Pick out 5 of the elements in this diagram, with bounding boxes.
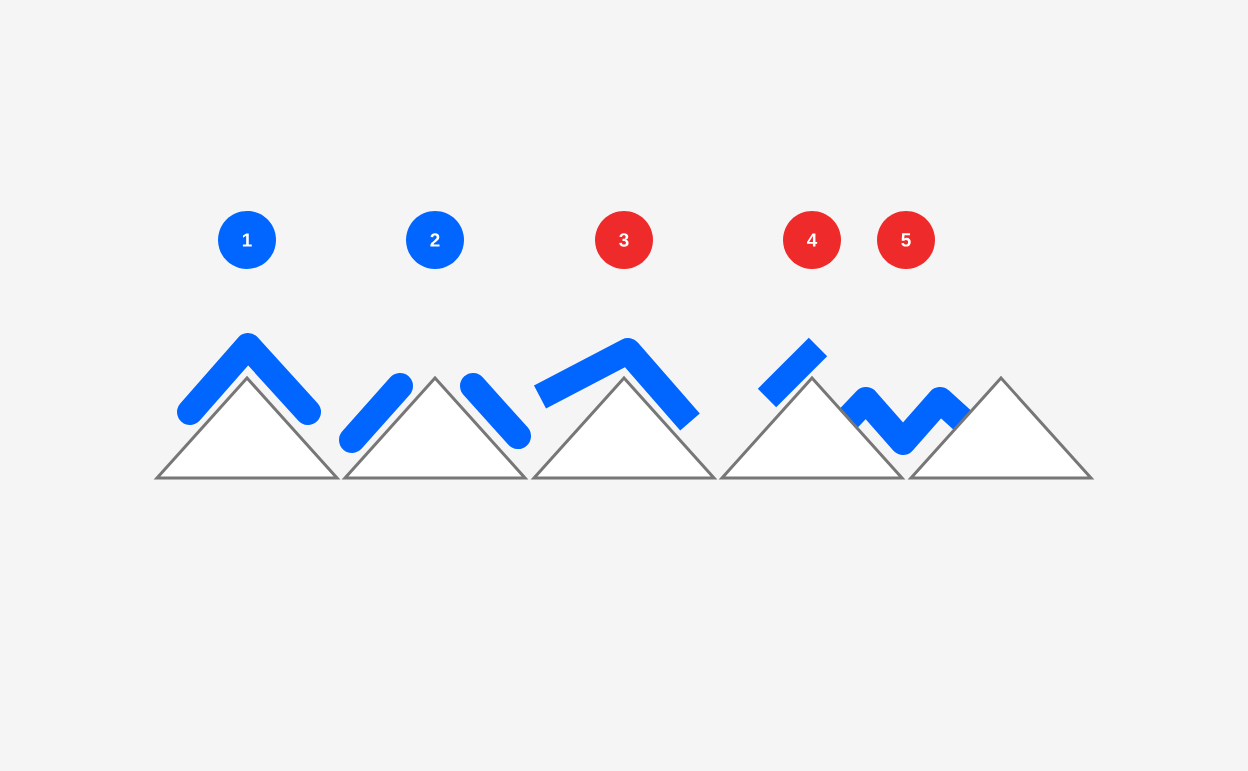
number-badge: 3 (595, 211, 653, 269)
number-badge: 2 (406, 211, 464, 269)
number-badge: 1 (218, 211, 276, 269)
number-badge: 4 (783, 211, 841, 269)
number-badge: 5 (877, 211, 935, 269)
